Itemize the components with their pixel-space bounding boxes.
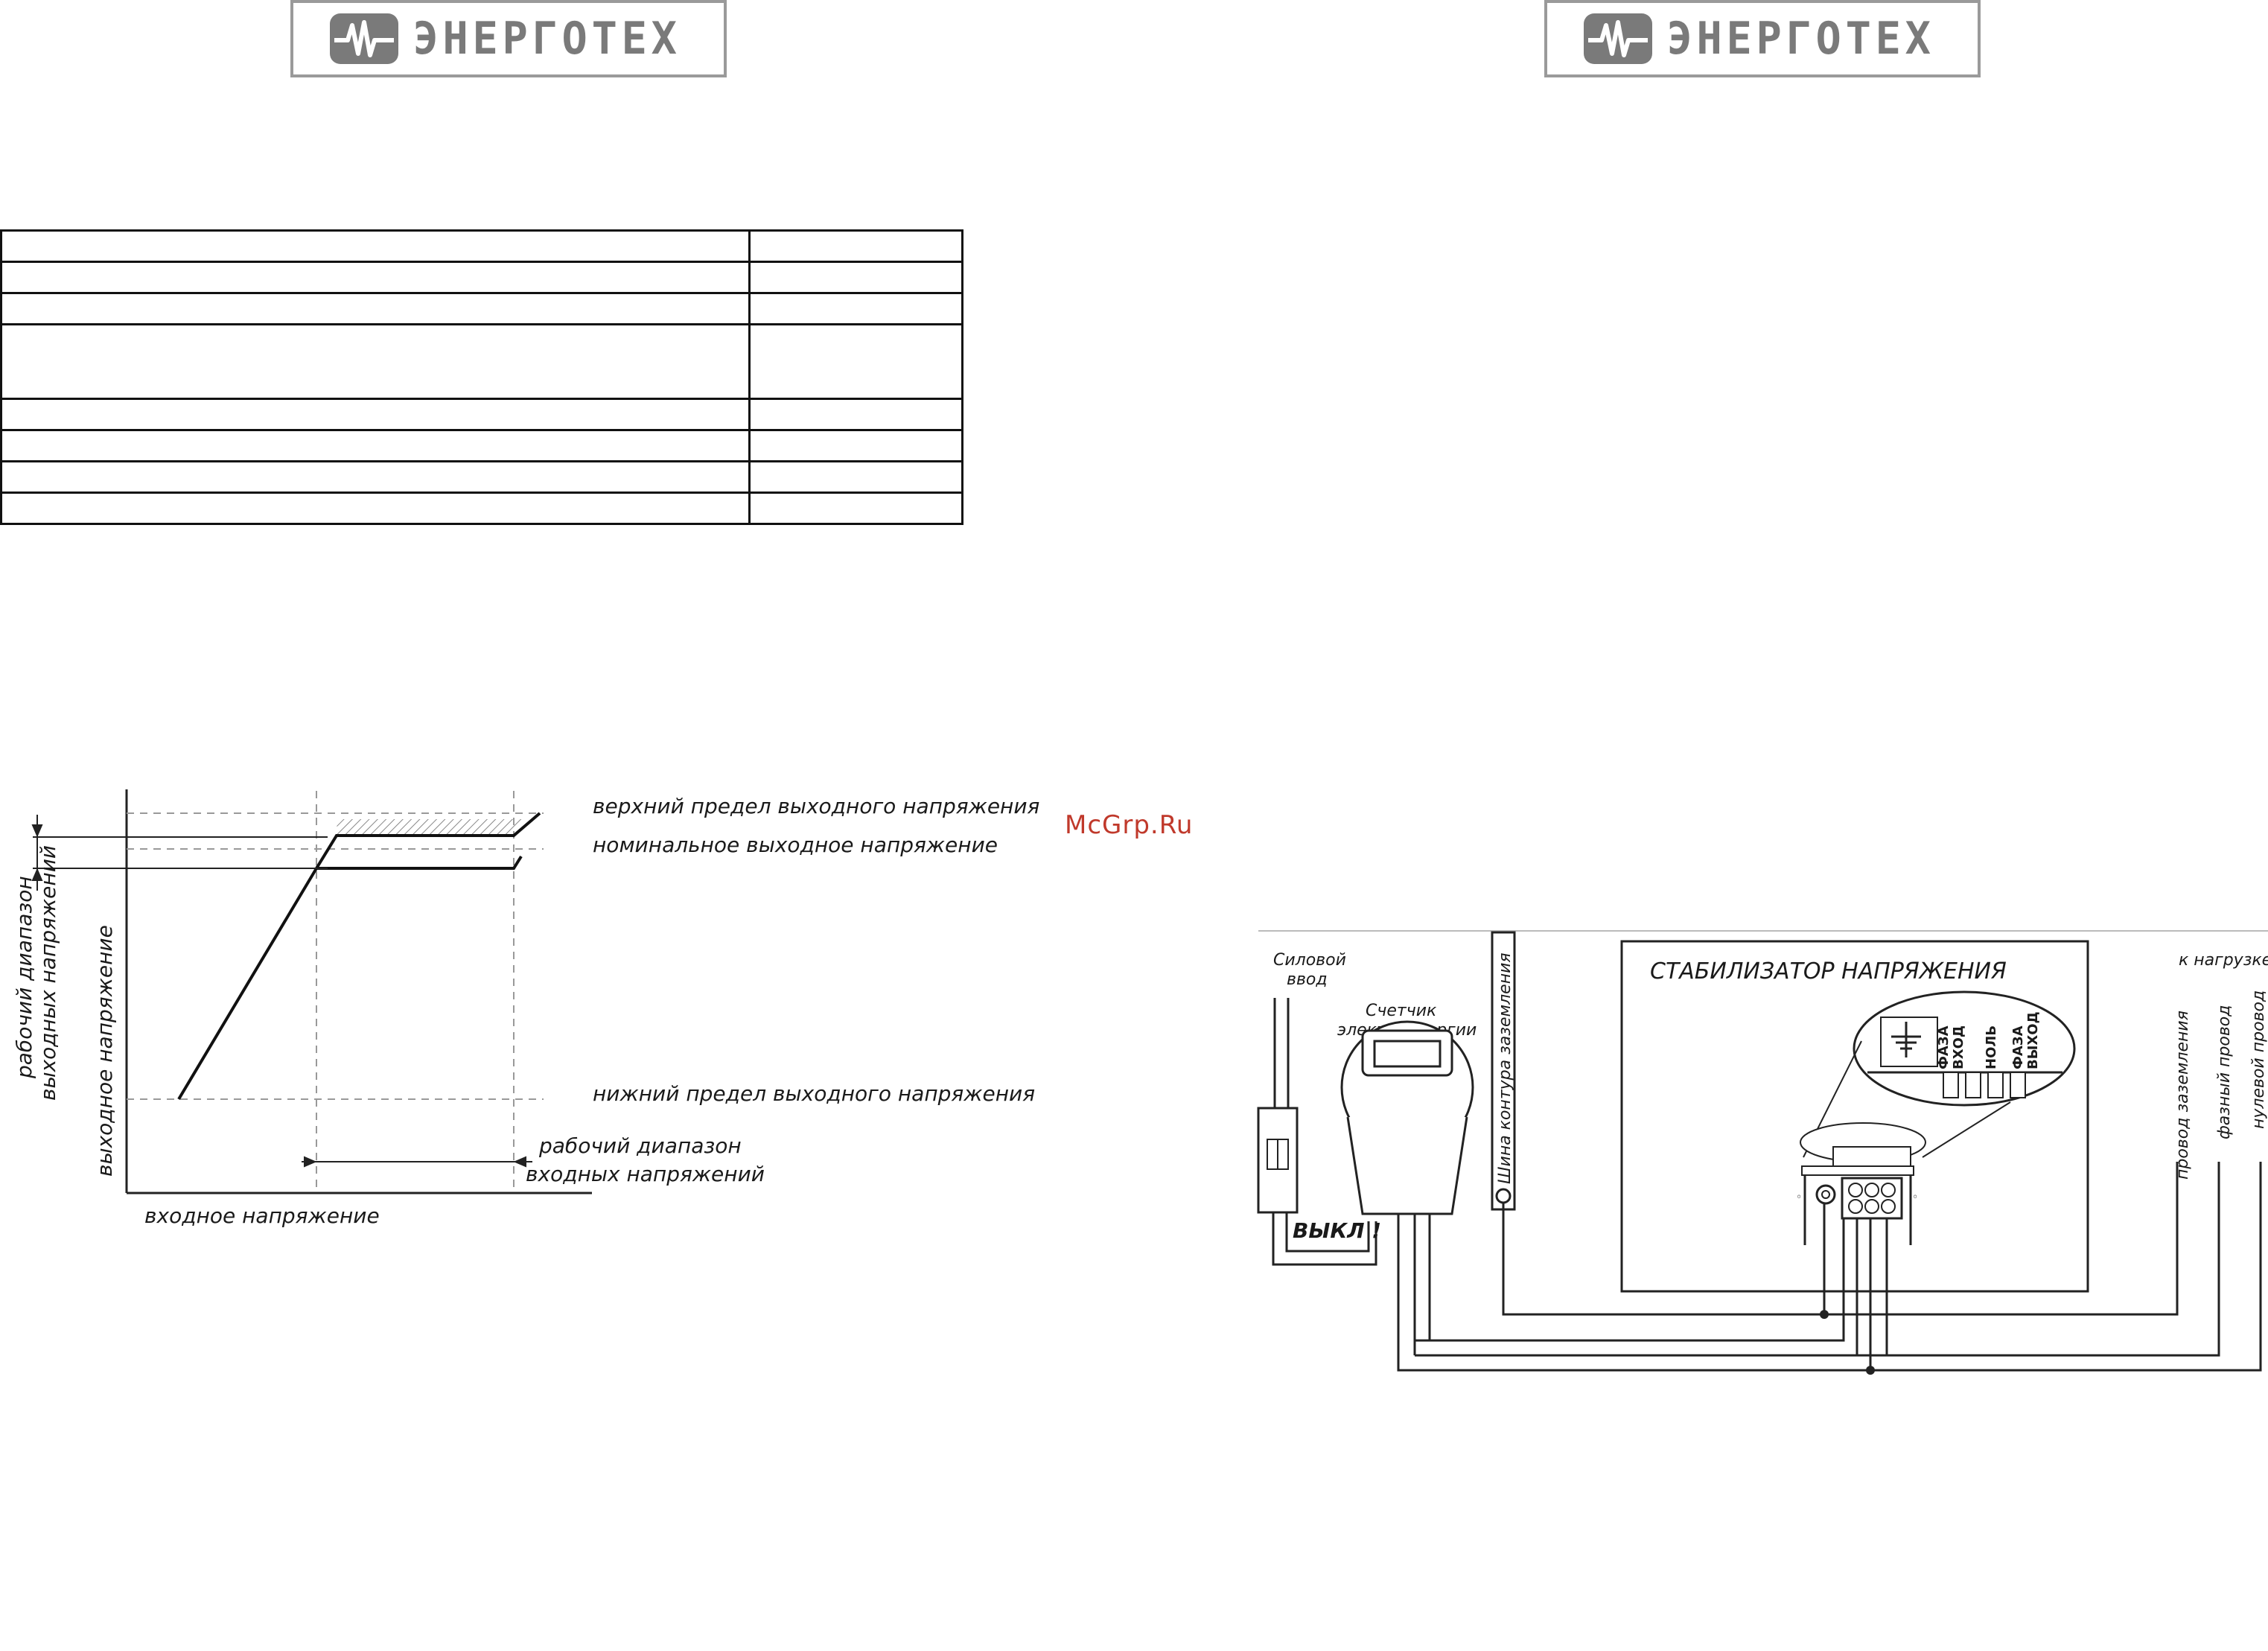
table-cell <box>748 229 963 263</box>
table-cell <box>0 229 751 263</box>
regulation-zone-hatch <box>337 819 525 836</box>
brand-logo-left: ЭНЕРГОТЕХ <box>290 0 727 77</box>
table-cell <box>748 323 963 400</box>
wire-junction <box>1820 1310 1829 1319</box>
x-axis-label: входное напряжение <box>144 1203 380 1228</box>
table-row <box>0 229 963 263</box>
svg-text:◦: ◦ <box>1912 1192 1918 1203</box>
power-input-label-2: ввод <box>1287 970 1328 989</box>
table-row <box>0 323 963 400</box>
brand-logo-right: ЭНЕРГОТЕХ <box>1544 0 1981 77</box>
input-range-label-1: рабочий диапазон <box>538 1133 742 1158</box>
terminal-phase-out-label-2: ВЫХОД <box>2025 1011 2041 1069</box>
graph-guides <box>127 791 544 1193</box>
table-row <box>0 261 963 294</box>
terminal-phase-in-label-1: ФАЗА <box>1936 1025 1952 1069</box>
ground-symbol-icon <box>1891 1022 1921 1057</box>
svg-text:◦: ◦ <box>1796 1192 1802 1203</box>
power-input-label-1: Силовой <box>1273 951 1346 970</box>
upper-limit-label: верхний предел выходного напряжения <box>593 794 1039 818</box>
table-cell <box>748 492 963 525</box>
table-cell <box>748 261 963 294</box>
table-row <box>0 292 963 325</box>
switch-off-label: ВЫКЛ ! <box>1293 1218 1381 1243</box>
output-characteristic-line <box>177 812 541 1101</box>
output-range-bracket <box>31 815 328 891</box>
ground-bus-bolt <box>1495 1188 1512 1204</box>
watermark: McGrp.Ru <box>1065 810 1194 840</box>
brand-emblem-icon <box>330 13 399 64</box>
specs-table <box>0 229 963 525</box>
wiring-diagram: Силовой ввод ВЫКЛ ! Счетчик электроэнерг… <box>1257 930 2268 1375</box>
nominal-label: номинальное выходное напряжение <box>593 833 998 857</box>
table-cell <box>0 261 751 294</box>
lower-limit-label: нижний предел выходного напряжения <box>593 1081 1035 1106</box>
circuit-breaker <box>1257 1107 1299 1214</box>
terminal-phase-in-label-2: ВХОД <box>1951 1025 1966 1069</box>
table-cell <box>0 398 751 431</box>
table-cell <box>0 460 751 494</box>
output-characteristic-lower <box>316 855 523 870</box>
neutral-wire-label: нулевой провод <box>2249 990 2268 1129</box>
table-cell <box>748 429 963 462</box>
stabilizer-characteristic-graph: верхний предел выходного напряжения номи… <box>12 789 1039 1228</box>
output-range-label-2: выходных напряжений <box>36 845 60 1101</box>
brand-emblem-icon <box>1584 13 1653 64</box>
energy-meter <box>1340 1020 1474 1215</box>
table-row <box>0 460 963 494</box>
terminal-zero-label: НОЛЬ <box>1984 1025 1999 1069</box>
stabilizer-title: СТАБИЛИЗАТОР НАПРЯЖЕНИЯ <box>1650 958 2007 984</box>
input-range-label-2: входных напряжений <box>526 1162 765 1186</box>
meter-label-1: Счетчик <box>1366 1002 1437 1020</box>
input-range-bracket <box>302 1156 532 1168</box>
table-cell <box>0 292 751 325</box>
phase-wire-label: фазный провод <box>2215 1005 2234 1139</box>
ground-bus-label: Шина контура заземления <box>1496 952 1514 1184</box>
to-load-label: к нагрузке <box>2179 951 2268 970</box>
wire-junction <box>1866 1366 1875 1375</box>
table-row <box>0 429 963 462</box>
table-cell <box>748 292 963 325</box>
brand-name: ЭНЕРГОТЕХ <box>1666 13 1936 65</box>
table-cell <box>748 398 963 431</box>
terminal-phase-out-label-1: ФАЗА <box>2010 1025 2026 1069</box>
table-cell <box>0 429 751 462</box>
output-range-label-1: рабочий диапазон <box>12 876 36 1079</box>
ground-wire-label: провод заземления <box>2173 1011 2192 1180</box>
table-row <box>0 492 963 525</box>
table-cell <box>748 460 963 494</box>
table-cell <box>0 492 751 525</box>
stabilizer-box <box>1620 940 2089 1293</box>
terminal-block: ◦ ◦ <box>1796 1122 1926 1245</box>
brand-name: ЭНЕРГОТЕХ <box>412 13 682 65</box>
y-axis-label: выходное напряжение <box>92 925 117 1177</box>
ground-bus <box>1491 931 1516 1211</box>
table-cell <box>0 323 751 400</box>
wires <box>1397 1162 2262 1372</box>
table-row <box>0 398 963 431</box>
